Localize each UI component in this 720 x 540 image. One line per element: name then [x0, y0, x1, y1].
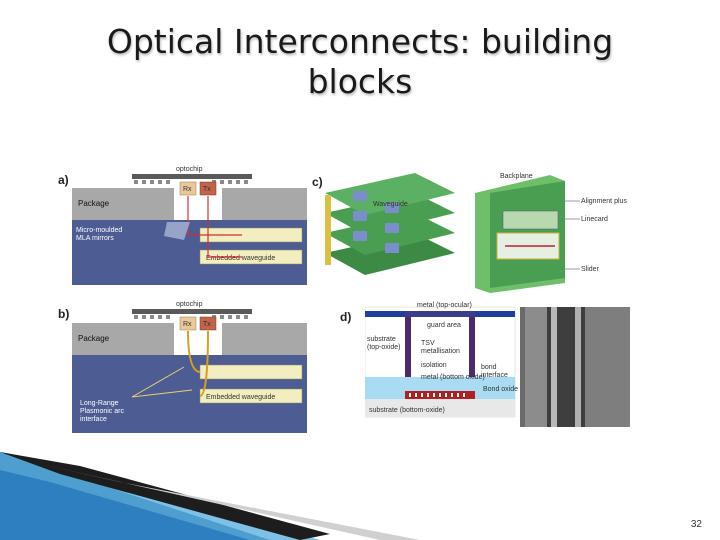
swoosh-black-band [0, 452, 330, 540]
panel-b-package-label: Package [78, 334, 110, 343]
panel-b-diagram: optochip Rx Tx Package Embedded waveguid… [72, 295, 307, 440]
panel-c-backplane-label: Backplane [500, 173, 533, 180]
panel-a-optochip [132, 174, 252, 179]
panel-c-alignment-label: Alignment plus [581, 198, 627, 205]
panel-b-tx-block [199, 316, 217, 331]
panel-a-tx-block [199, 181, 217, 196]
panel-c-tag: c) [312, 175, 323, 189]
panel-a-optochip-label: optochip [176, 166, 203, 173]
slide-title-line-2: blocks [307, 62, 413, 101]
panel-a-package-left [72, 188, 174, 220]
panel-d-top-metal-left [365, 311, 405, 317]
panel-b-waveguide-label: Embedded waveguide [206, 394, 275, 401]
swoosh-blue-front [0, 470, 250, 540]
panel-d-metal-top-label: metal (top-ocular) [417, 302, 472, 309]
panel-c-left-label: Waveguide [373, 201, 408, 208]
panel-b-rx-label: Rx [183, 321, 192, 328]
panel-b-tx-label: Tx [203, 321, 211, 328]
panel-a-waveguide-label: Embedded waveguide [206, 255, 275, 262]
panel-b-rx-arc [187, 330, 201, 373]
panel-c-diagram: Waveguide Backplane Alignment plus Linec… [325, 163, 650, 293]
slide-title-line-1: Optical Interconnects: building [106, 22, 614, 61]
panel-d-metal-bottom-label: metal (bottom oxide) [421, 374, 485, 381]
panel-d-bond-oxide-label: Bond oxide [483, 386, 518, 393]
panel-b-rx-block [179, 316, 197, 331]
panel-b-embedded-waveguide [199, 388, 303, 404]
decorative-swoosh [0, 452, 420, 540]
slide-title: Optical Interconnects: building blocks [60, 22, 660, 102]
panel-b-optochip [132, 309, 252, 314]
panel-d-bottom-substrate [365, 399, 515, 417]
panel-b-package-right [222, 323, 307, 355]
panel-b-tag: b) [58, 307, 70, 321]
panel-d-guard-area-label: guard area [427, 322, 461, 329]
panel-d-sem-image [520, 307, 630, 427]
panel-b-tx-arc [199, 330, 209, 397]
building-blocks-figure: a) optochip Rx Tx Package Embedded waveg… [50, 155, 650, 440]
panel-d-tsv-right [469, 317, 475, 397]
panel-b-upper-waveguide [199, 364, 303, 380]
panel-d-guard-area [405, 311, 475, 317]
panel-c-linecard-label: Linecard [581, 216, 608, 223]
panel-c-linecard-stack [325, 173, 455, 275]
panel-a-rx-label: Rx [183, 186, 192, 193]
panel-d-substrate-top-label: substrate(top-oxide) [367, 336, 400, 351]
panel-d-tsv-left [405, 317, 411, 397]
panel-d-substrate-bottom-label: substrate (bottom-oxide) [369, 407, 445, 414]
panel-a-rx-block [179, 181, 197, 196]
panel-a-package-label: Package [78, 199, 110, 208]
panel-d-isolation-label: isolation [421, 362, 447, 369]
panel-d-top-metal-right [475, 311, 515, 317]
panel-a-solder-bumps [134, 180, 248, 184]
panel-a-diagram: optochip Rx Tx Package Embedded waveguid… [72, 160, 307, 290]
panel-a-tag: a) [58, 173, 69, 187]
slide-number: 32 [690, 519, 702, 530]
panel-b-pointer-2 [131, 389, 193, 398]
panel-d-diagram: metal (top-ocular) guard area substrate(… [365, 297, 650, 437]
panel-a-package-right [222, 188, 307, 220]
panel-c-backplane-detail [475, 175, 565, 293]
panel-b-package-left [72, 323, 174, 355]
panel-a-mirror [164, 222, 190, 240]
panel-a-embedded-waveguide [199, 249, 303, 265]
panel-b-pointer-1 [131, 366, 185, 398]
panel-d-bond-oxide [365, 377, 515, 399]
panel-d-bottom-contacts [409, 393, 465, 397]
panel-c-slider-label: Slider [581, 266, 600, 273]
panel-d-tag: d) [340, 310, 352, 324]
panel-a-tx-label: Tx [203, 186, 211, 193]
panel-b-optochip-label: optochip [176, 301, 203, 308]
